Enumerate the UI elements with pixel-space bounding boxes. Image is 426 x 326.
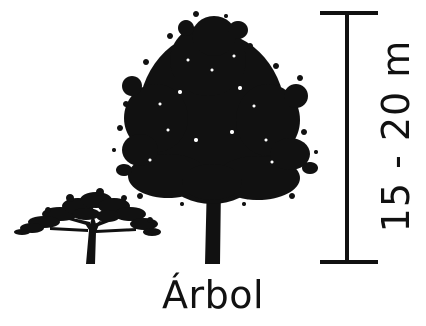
diagram-caption: Árbol	[161, 273, 265, 317]
height-scale-bar	[320, 11, 378, 264]
scale-height-label: 15 - 20 m	[374, 39, 418, 233]
canopy-highlights	[148, 54, 274, 164]
large-tree-silhouette-icon	[112, 11, 318, 264]
small-tree-silhouette-icon	[14, 188, 161, 264]
